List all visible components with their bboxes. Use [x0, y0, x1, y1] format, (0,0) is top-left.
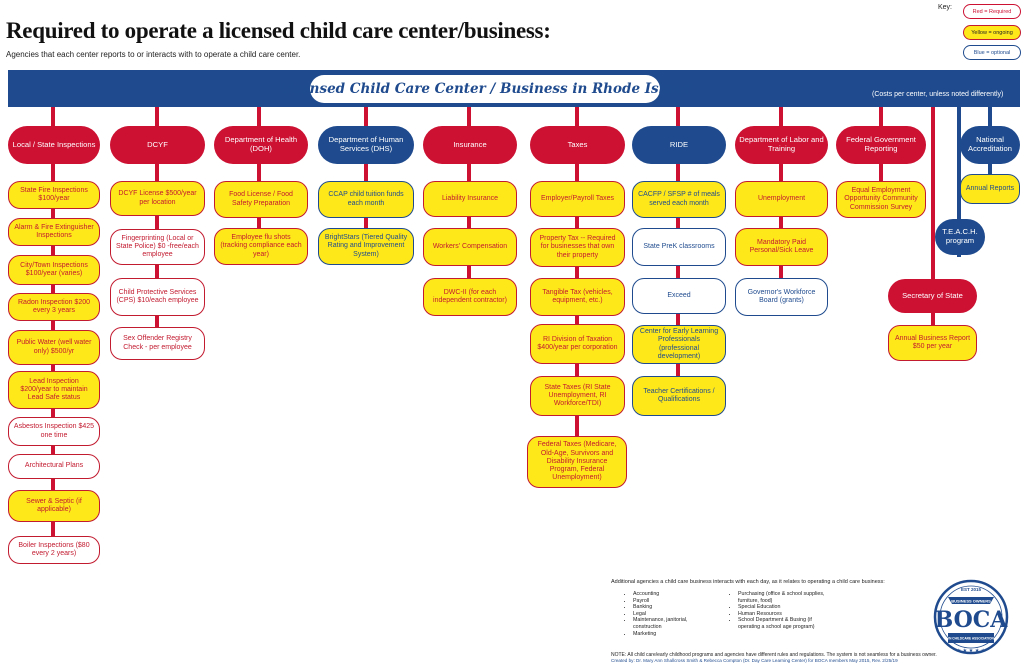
item-tangible-tax: Tangible Tax (vehicles, equipment, etc.) [530, 278, 625, 316]
item-sewer-septic: Sewer & Septic (if applicable) [8, 490, 100, 522]
credit-line: Created by: Dr. Mary Ann Shallcross Smit… [611, 658, 898, 663]
list-item: Human Resources [738, 611, 833, 618]
key-required: Red = Required [963, 4, 1021, 19]
logo-est: EST 2015 [961, 587, 982, 592]
logo-bottom: IN CHILDCARE ASSOCIATION [948, 637, 994, 641]
item-state-fire: State Fire Inspections $100/year [8, 181, 100, 209]
page-subtitle: Agencies that each center reports to or … [6, 50, 301, 59]
item-teacher-certifications: Teacher Certifications / Qualifications [632, 376, 726, 416]
key-label: Key: [938, 4, 953, 11]
heading-taxes: Taxes [530, 126, 625, 164]
heading-dhs: Department of Human Services (DHS) [318, 126, 414, 164]
banner-note: (Costs per center, unless noted differen… [872, 91, 1004, 98]
item-boiler: Boiler Inspections ($80 every 2 years) [8, 536, 100, 564]
agencies-list-right: Purchasing (office & school supplies, fu… [726, 591, 833, 631]
boca-logo: EST 2015 BUSINESS OWNERS BOCA IN CHILDCA… [933, 579, 1009, 655]
item-flu-shots: Employee flu shots (tracking compliance … [214, 228, 308, 265]
item-state-prek: State PreK classrooms [632, 228, 726, 266]
item-ccap: CCAP child tuition funds each month [318, 181, 414, 218]
item-cacfp: CACFP / SFSP # of meals served each mont… [632, 181, 726, 218]
item-center-early-learning: Center for Early Learning Professionals … [632, 325, 726, 364]
item-annual-business-report: Annual Business Report $50 per year [888, 325, 977, 361]
logo-ribbon: BUSINESS OWNERS [951, 599, 991, 604]
list-item: Special Education [738, 604, 833, 611]
item-property-tax: Property Tax -- Required for businesses … [530, 228, 625, 267]
connector-dcyf [155, 107, 159, 347]
system-note: NOTE: All child care/early childhood pro… [611, 652, 937, 658]
list-item: Purchasing (office & school supplies, fu… [738, 591, 833, 604]
key-ongoing: Yellow = ongoing [963, 25, 1021, 40]
item-architectural: Architectural Plans [8, 454, 100, 479]
item-liability: Liability Insurance [423, 181, 517, 217]
connector-teach [957, 107, 961, 257]
list-item: Payroll [633, 598, 708, 605]
banner-title: Licensed Child Care Center / Business in… [278, 75, 692, 103]
item-food-license: Food License / Food Safety Preparation [214, 181, 308, 218]
item-cps: Child Protective Services (CPS) $10/each… [110, 278, 205, 316]
list-item: Legal [633, 611, 708, 618]
item-annual-reports: Annual Reports [960, 174, 1020, 204]
item-public-water: Public Water (well water only) $500/yr [8, 330, 100, 365]
list-item: Maintenance, janitorial, construction [633, 617, 708, 630]
heading-accreditation: National Accreditation [960, 126, 1020, 164]
logo-stars-icon: ★ ★ ★ ★ ★ [957, 648, 986, 654]
heading-labor: Department of Labor and Training [735, 126, 828, 164]
item-workers-comp: Workers' Compensation [423, 228, 517, 266]
heading-dcyf: DCYF [110, 126, 205, 164]
item-fingerprinting: Fingerprinting (Local or State Police) $… [110, 229, 205, 265]
agencies-list-left: Accounting Payroll Banking Legal Mainten… [621, 591, 708, 637]
item-state-taxes: State Taxes (RI State Unemployment, RI W… [530, 376, 625, 416]
additional-agencies: Additional agencies a child care busines… [611, 579, 937, 658]
heading-secretary-of-state: Secretary of State [888, 279, 977, 313]
logo-letters: BOCA [935, 607, 1009, 633]
list-item: Accounting [633, 591, 708, 598]
heading-doh: Department of Health (DOH) [214, 126, 308, 164]
list-item: Banking [633, 604, 708, 611]
page-title: Required to operate a licensed child car… [6, 18, 551, 43]
item-exceed: Exceed [632, 278, 726, 314]
item-payroll-taxes: Employer/Payroll Taxes [530, 181, 625, 217]
item-unemployment: Unemployment [735, 181, 828, 217]
heading-insurance: Insurance [423, 126, 517, 164]
heading-teach: T.E.A.C.H. program [935, 219, 985, 255]
item-alarm-fire: Alarm & Fire Extinguisher Inspections [8, 218, 100, 246]
item-ri-division-taxation: RI Division of Taxation $400/year per co… [530, 324, 625, 364]
item-federal-taxes: Federal Taxes (Medicare, Old-Age, Surviv… [527, 436, 627, 488]
item-dwc: DWC-II (for each independent contractor) [423, 278, 517, 316]
item-governors-workforce: Governor's Workforce Board (grants) [735, 278, 828, 316]
item-sex-offender: Sex Offender Registry Check - per employ… [110, 327, 205, 360]
key-optional: Blue = optional [963, 45, 1021, 60]
additional-agencies-intro: Additional agencies a child care busines… [611, 579, 885, 585]
item-paid-sick-leave: Mandatory Paid Personal/Sick Leave [735, 228, 828, 266]
item-eeo-survey: Equal Employment Opportunity Community C… [836, 181, 926, 218]
connector-sos [931, 107, 935, 345]
item-radon: Radon Inspection $200 every 3 years [8, 293, 100, 321]
item-city-town: City/Town Inspections $100/year (varies) [8, 255, 100, 285]
item-lead: Lead Inspection $200/year to maintain Le… [8, 371, 100, 409]
item-brightstars: BrightStars (Tiered Quality Rating and I… [318, 228, 414, 265]
list-item: School Department & Busing (if operating… [738, 617, 833, 630]
item-dcyf-license: DCYF License $500/year per location [110, 181, 205, 216]
heading-ride: RIDE [632, 126, 726, 164]
heading-local-inspections: Local / State Inspections [8, 126, 100, 164]
item-asbestos: Asbestos Inspection $425 one time [8, 417, 100, 446]
heading-federal: Federal Government Reporting [836, 126, 926, 164]
list-item: Marketing [633, 631, 708, 638]
